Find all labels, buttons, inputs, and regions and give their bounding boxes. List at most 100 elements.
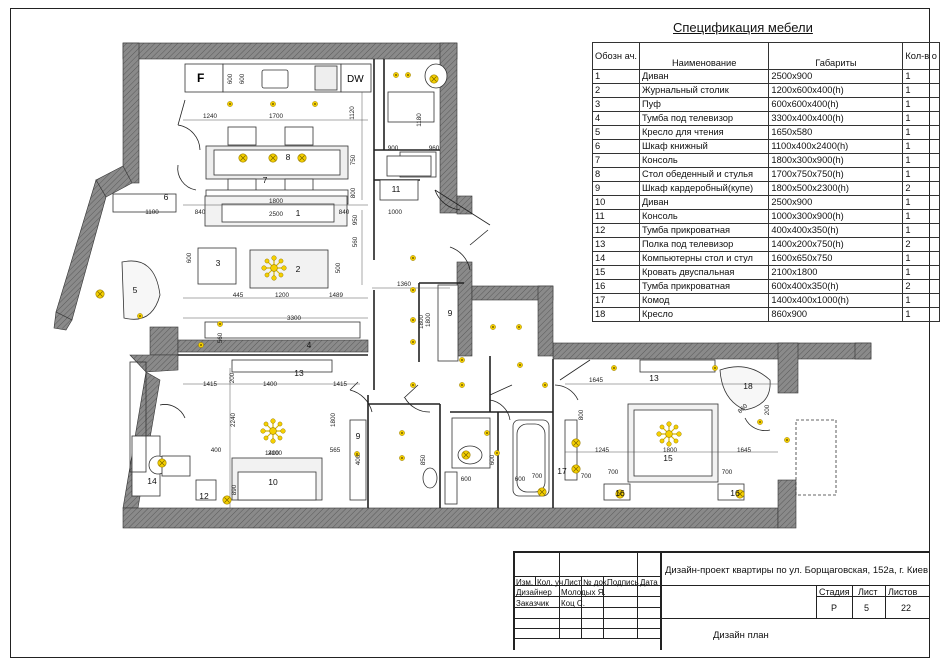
dimension-text: 1245 bbox=[595, 447, 610, 454]
spec-cell-dims: 1400x400x1000(h) bbox=[768, 293, 904, 308]
dimension-text: 1180 bbox=[416, 113, 423, 127]
spec-cell-num: 10 bbox=[592, 195, 640, 210]
furniture-number: 5 bbox=[133, 285, 138, 295]
spec-cell-dims: 1650x580 bbox=[768, 125, 904, 140]
spec-cell-qty: 1 bbox=[902, 97, 940, 112]
spec-cell-dims: 1100x400x2400(h) bbox=[768, 139, 904, 154]
spec-cell-qty: 1 bbox=[902, 111, 940, 126]
spec-header-qty: Кол-в о bbox=[902, 42, 940, 70]
dimension-text: 850 bbox=[420, 454, 427, 465]
spec-cell-num: 5 bbox=[592, 125, 640, 140]
spec-header-name: Наименование bbox=[638, 42, 770, 70]
spec-cell-qty: 1 bbox=[902, 265, 940, 280]
furniture-number: 1 bbox=[296, 208, 301, 218]
spec-cell-name: Пуф bbox=[638, 97, 770, 112]
spec-cell-name: Комод bbox=[638, 293, 770, 308]
spec-cell-name: Тумба прикроватная bbox=[638, 279, 770, 294]
spec-cell-num: 9 bbox=[592, 181, 640, 196]
spec-cell-dims: 3300x400x400(h) bbox=[768, 111, 904, 126]
spec-cell-qty: 1 bbox=[902, 209, 940, 224]
furniture-number: 13 bbox=[294, 368, 304, 378]
spec-cell-qty: 2 bbox=[902, 237, 940, 252]
dimension-text: 600 bbox=[239, 73, 246, 84]
spec-cell-dims: 2500x900 bbox=[768, 195, 904, 210]
furniture-number: 16 bbox=[615, 488, 625, 498]
spec-cell-num: 7 bbox=[592, 153, 640, 168]
spec-cell-dims: 1600x650x750 bbox=[768, 251, 904, 266]
dimension-text: 2100 bbox=[268, 450, 283, 457]
spec-cell-qty: 1 bbox=[902, 69, 940, 84]
spec-cell-num: 12 bbox=[592, 223, 640, 238]
spec-cell-name: Журнальный столик bbox=[638, 83, 770, 98]
bedroom-furniture bbox=[129, 284, 837, 501]
dimension-text: 2500 bbox=[269, 211, 284, 218]
spec-cell-name: Полка под телевизор bbox=[638, 237, 770, 252]
furniture-number: 9 bbox=[356, 431, 361, 441]
spec-cell-dims: 1700x750x750(h) bbox=[768, 167, 904, 182]
stage-label: Стадия bbox=[819, 587, 850, 597]
spec-cell-name: Кресло для чтения bbox=[638, 125, 770, 140]
furniture-number: 4 bbox=[307, 340, 312, 350]
dimension-text: 1645 bbox=[737, 447, 752, 454]
dimension-text: 1415 bbox=[203, 381, 218, 388]
spec-cell-name: Диван bbox=[638, 195, 770, 210]
dimension-text: 565 bbox=[330, 447, 341, 454]
spec-header-dims: Габариты bbox=[768, 42, 904, 70]
spec-cell-dims: 1400x200x750(h) bbox=[768, 237, 904, 252]
furniture-number: 16 bbox=[730, 488, 740, 498]
dimension-text: 840 bbox=[195, 209, 206, 216]
col-date: Дата bbox=[640, 578, 658, 587]
spec-cell-dims: 2100x1800 bbox=[768, 265, 904, 280]
spec-cell-num: 13 bbox=[592, 237, 640, 252]
col-kol: Кол. уч bbox=[537, 578, 564, 587]
spec-cell-dims: 860x900 bbox=[768, 307, 904, 322]
dimension-text: 1400 bbox=[265, 450, 280, 457]
spec-cell-dims: 1800x500x2300(h) bbox=[768, 181, 904, 196]
dimension-text: 890 bbox=[231, 484, 238, 495]
dimension-text: 840 bbox=[339, 209, 350, 216]
spec-cell-qty: 2 bbox=[902, 279, 940, 294]
spec-cell-name: Тумба прикроватная bbox=[638, 223, 770, 238]
spec-cell-qty: 1 bbox=[902, 139, 940, 154]
spec-cell-dims: 1200x600x400(h) bbox=[768, 83, 904, 98]
sheet-label: Лист bbox=[858, 587, 878, 597]
dimension-text: 1100 bbox=[145, 209, 159, 216]
spec-cell-dims: 1800x300x900(h) bbox=[768, 153, 904, 168]
spec-cell-num: 15 bbox=[592, 265, 640, 280]
spec-cell-num: 6 bbox=[592, 139, 640, 154]
dimension-lines bbox=[183, 92, 778, 508]
spec-cell-name: Диван bbox=[638, 69, 770, 84]
spec-cell-qty: 1 bbox=[902, 83, 940, 98]
furniture-number: 6 bbox=[164, 192, 169, 202]
project-title: Дизайн-проект квартиры по ул. Борщаговск… bbox=[665, 565, 929, 576]
dimension-text: 1200 bbox=[275, 292, 290, 299]
dimension-text: 900 bbox=[388, 145, 399, 152]
dimension-text: 1400 bbox=[263, 381, 278, 388]
spec-cell-num: 3 bbox=[592, 97, 640, 112]
client-label: Заказчик bbox=[516, 599, 549, 608]
spec-cell-qty: 2 bbox=[902, 181, 940, 196]
dimension-text: 1000 bbox=[388, 209, 403, 216]
furniture-number: 15 bbox=[663, 453, 673, 463]
spec-cell-num: 4 bbox=[592, 111, 640, 126]
door-swings bbox=[159, 99, 771, 431]
spec-cell-name: Кровать двуспальная bbox=[638, 265, 770, 280]
spec-cell-qty: 1 bbox=[902, 251, 940, 266]
spec-cell-num: 16 bbox=[592, 279, 640, 294]
drawing-name: Дизайн план bbox=[713, 630, 769, 641]
dimension-text: 600 bbox=[515, 476, 526, 483]
col-sign: Подпись bbox=[607, 578, 639, 587]
dimension-text: 800 bbox=[578, 409, 585, 420]
dimension-text: 200 bbox=[764, 404, 771, 415]
spec-cell-qty: 1 bbox=[902, 125, 940, 140]
dimension-text: 400 bbox=[211, 447, 222, 454]
spec-cell-dims: 2500x900 bbox=[768, 69, 904, 84]
furniture-number: 12 bbox=[199, 491, 209, 501]
spec-cell-name: Кресло bbox=[638, 307, 770, 322]
